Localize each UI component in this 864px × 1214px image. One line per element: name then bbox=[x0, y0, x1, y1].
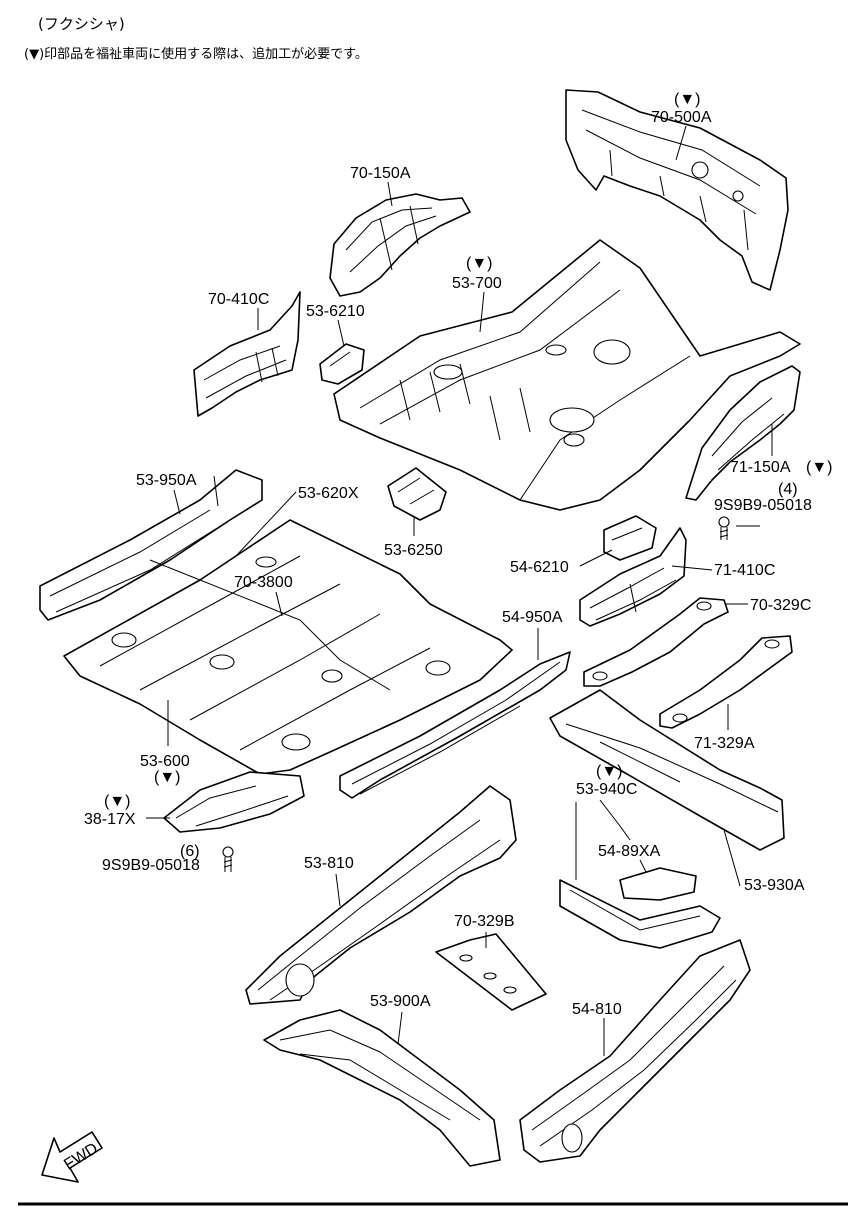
header-title: (フクシシャ) bbox=[38, 15, 125, 33]
part-71-329A[interactable] bbox=[659, 635, 793, 729]
part-53-620X[interactable] bbox=[387, 467, 447, 521]
label-71-150A-mark: (▼) bbox=[806, 459, 833, 476]
label-53-940C-mark: (▼) bbox=[596, 763, 623, 780]
part-70-500A[interactable] bbox=[565, 89, 789, 291]
label-71-410C: 71-410C bbox=[714, 562, 775, 579]
label-70-150A: 70-150A bbox=[350, 165, 411, 182]
label-54-89XA: 54-89XA bbox=[598, 843, 661, 860]
header-note: (▼)印部品を福祉車両に使用する際は、追加工が必要です。 bbox=[24, 46, 368, 62]
label-70-500A: 70-500A bbox=[651, 109, 712, 126]
part-70-150A[interactable] bbox=[329, 193, 471, 297]
leader-53-950A bbox=[173, 489, 181, 515]
label-54-6210: 54-6210 bbox=[510, 559, 569, 576]
label-38-17X: 38-17X bbox=[84, 811, 136, 828]
part-53-950A[interactable] bbox=[39, 469, 263, 621]
leader-53-940C bbox=[575, 799, 631, 880]
part-70-329C[interactable] bbox=[583, 597, 729, 687]
label-53-810: 53-810 bbox=[304, 855, 354, 872]
part-53-940C[interactable] bbox=[559, 879, 721, 949]
leader-53-620X bbox=[235, 491, 297, 557]
label-53-700-mark: (▼) bbox=[466, 255, 493, 272]
label-71-329A: 71-329A bbox=[694, 735, 755, 752]
label-53-900A: 53-900A bbox=[370, 993, 431, 1010]
label-53-620X: 53-620X bbox=[298, 485, 359, 502]
label-70-410C: 70-410C bbox=[208, 291, 269, 308]
label-53-700: 53-700 bbox=[452, 275, 502, 292]
label-70-3800: 70-3800 bbox=[234, 574, 293, 591]
leader-70-500A bbox=[675, 125, 687, 161]
part-70-329B[interactable] bbox=[435, 933, 547, 1011]
part-53-810[interactable] bbox=[245, 785, 517, 1005]
leader-53-810 bbox=[335, 873, 341, 907]
part-54-950A[interactable] bbox=[339, 651, 571, 799]
label-53-6250: 53-6250 bbox=[384, 542, 443, 559]
leader-53-930A bbox=[723, 829, 741, 887]
label-53-600-mark: (▼) bbox=[154, 769, 181, 786]
label-9S9B9-a-qty: (4) bbox=[778, 481, 798, 498]
label-9S9B9-b: 9S9B9-05018 bbox=[102, 857, 200, 874]
label-54-950A: 54-950A bbox=[502, 609, 563, 626]
leader-71-410C bbox=[671, 565, 713, 571]
part-54-6210[interactable] bbox=[603, 515, 657, 561]
part-53-700[interactable] bbox=[333, 239, 801, 511]
label-71-150A: 71-150A bbox=[730, 459, 791, 476]
label-70-329B: 70-329B bbox=[454, 913, 515, 930]
leader-70-150A bbox=[387, 181, 393, 207]
fwd-arrow-icon: FWD bbox=[41, 1131, 103, 1183]
label-38-17X-mark: (▼) bbox=[104, 793, 131, 810]
label-70-500A-mark: (▼) bbox=[674, 91, 701, 108]
label-70-329C: 70-329C bbox=[750, 597, 811, 614]
label-9S9B9-a: 9S9B9-05018 bbox=[714, 497, 812, 514]
label-53-930A: 53-930A bbox=[744, 877, 805, 894]
part-38-17X[interactable] bbox=[163, 771, 305, 833]
leader-53-900A bbox=[397, 1011, 403, 1045]
label-54-810: 54-810 bbox=[572, 1001, 622, 1018]
part-bolt-9S9B9-05018-b[interactable] bbox=[222, 846, 234, 872]
label-53-940C: 53-940C bbox=[576, 781, 637, 798]
leader-70-3800 bbox=[275, 591, 283, 617]
part-71-410C[interactable] bbox=[579, 527, 687, 627]
part-53-930A[interactable] bbox=[549, 689, 785, 851]
part-70-410C[interactable] bbox=[193, 291, 301, 417]
label-53-950A: 53-950A bbox=[136, 472, 197, 489]
label-9S9B9-b-qty: (6) bbox=[180, 843, 200, 860]
leader-54-89XA bbox=[639, 859, 647, 873]
leader-54-6210 bbox=[579, 549, 613, 567]
part-bolt-9S9B9-05018-a[interactable] bbox=[718, 516, 730, 540]
part-53-6210[interactable] bbox=[319, 343, 365, 385]
part-53-900A[interactable] bbox=[263, 1009, 501, 1167]
part-54-810[interactable] bbox=[519, 939, 751, 1163]
part-71-150A[interactable] bbox=[685, 365, 801, 501]
label-53-600: 53-600 bbox=[140, 753, 190, 770]
leader-53-6210 bbox=[337, 319, 345, 347]
label-53-6210: 53-6210 bbox=[306, 303, 365, 320]
part-54-89XA[interactable] bbox=[619, 867, 697, 901]
part-53-600[interactable] bbox=[63, 519, 513, 775]
leader-53-700 bbox=[479, 291, 485, 333]
